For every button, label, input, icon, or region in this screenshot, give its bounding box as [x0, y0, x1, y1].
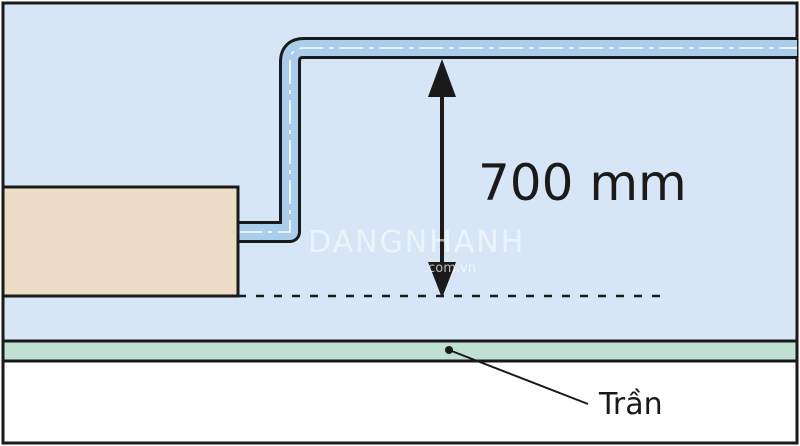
dimension-label: 700 mm [478, 154, 687, 212]
ceiling-board [1, 339, 799, 363]
dimension-arrow [428, 59, 456, 298]
ceiling-leader [445, 346, 589, 405]
ceiling-label: Trần [598, 387, 663, 422]
drain-pipe [238, 37, 797, 243]
room-below-ceiling [1, 359, 799, 445]
watermark-brand: DANGNHANH [308, 225, 525, 260]
watermark-domain: .com.vn [424, 261, 476, 276]
indoor-unit [1, 185, 240, 298]
